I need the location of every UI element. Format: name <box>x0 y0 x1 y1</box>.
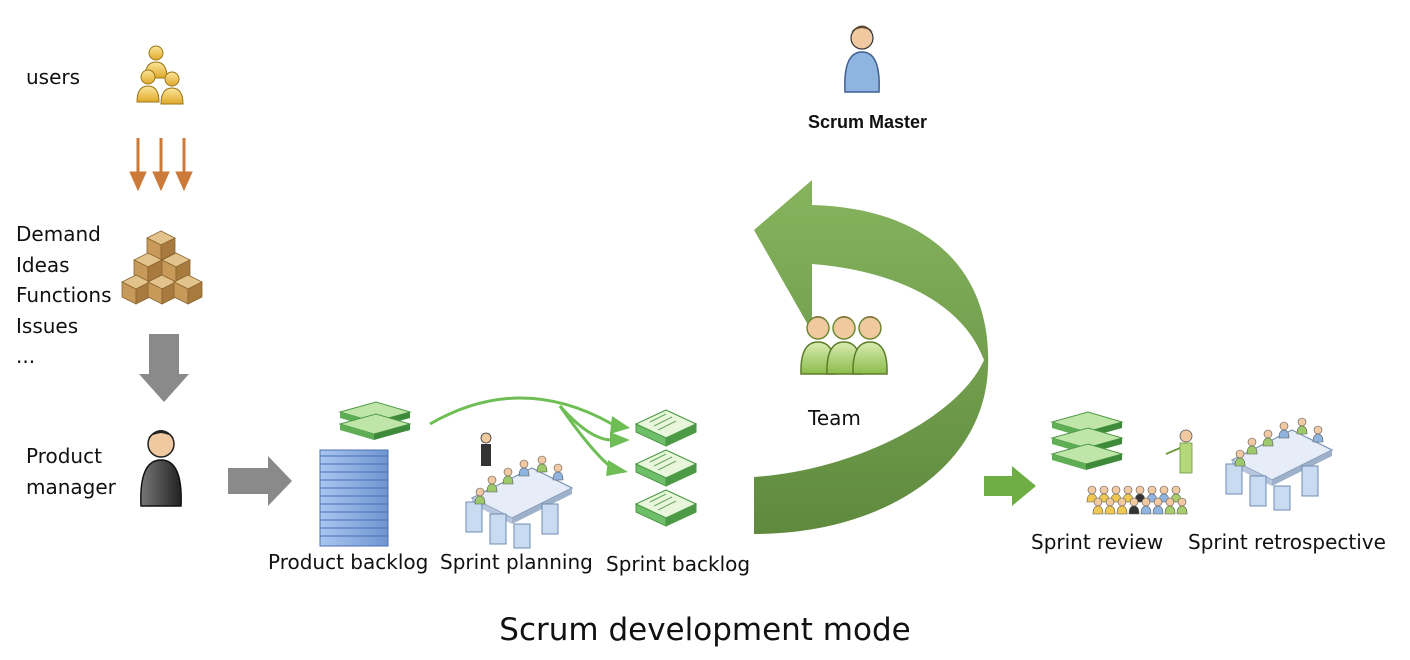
meeting-table-icon <box>466 456 572 548</box>
scrum-master-label: Scrum Master <box>808 112 928 132</box>
person-icon <box>844 25 880 93</box>
demand-item: Demand <box>16 222 101 246</box>
demand-item: Ideas <box>16 252 70 277</box>
person-icon <box>140 430 182 507</box>
demand-item: ... <box>16 344 36 368</box>
sprint-cycle-arrow <box>754 180 989 534</box>
demand-list: Demand Ideas Functions Issues ... <box>16 219 112 372</box>
boxes-pile-icon <box>121 230 203 305</box>
product-manager-line: manager <box>26 474 116 499</box>
gray-right-arrow <box>228 456 292 506</box>
product-manager-line: Product <box>26 444 102 468</box>
arrow-heads <box>606 416 630 476</box>
demand-item: Functions <box>16 283 112 307</box>
demand-item: Issues <box>16 313 79 338</box>
sprint-retrospective-label: Sprint retrospective <box>1188 530 1386 554</box>
document-stack-icon <box>635 409 697 527</box>
small-green-arrow <box>984 466 1036 506</box>
presenter-figure <box>480 432 492 466</box>
team-label: Team <box>808 406 861 430</box>
sprint-planning-label: Sprint planning <box>440 550 593 574</box>
meeting-table-icon <box>1226 418 1332 510</box>
presentation-icon <box>1051 411 1193 515</box>
orange-down-arrows <box>129 138 193 192</box>
team-icon <box>800 315 888 375</box>
user-group-icon <box>136 45 184 105</box>
product-backlog-label: Product backlog <box>268 550 429 574</box>
stacked-pages-icon <box>319 401 411 547</box>
product-manager-label: Product manager <box>26 441 116 502</box>
sprint-backlog-label: Sprint backlog <box>606 552 751 576</box>
planning-flow-arrow <box>429 396 613 470</box>
sprint-review-label: Sprint review <box>1031 530 1164 554</box>
diagram-caption: Scrum development mode <box>499 612 911 648</box>
gray-down-arrow <box>139 334 189 402</box>
users-label: users <box>26 65 81 89</box>
